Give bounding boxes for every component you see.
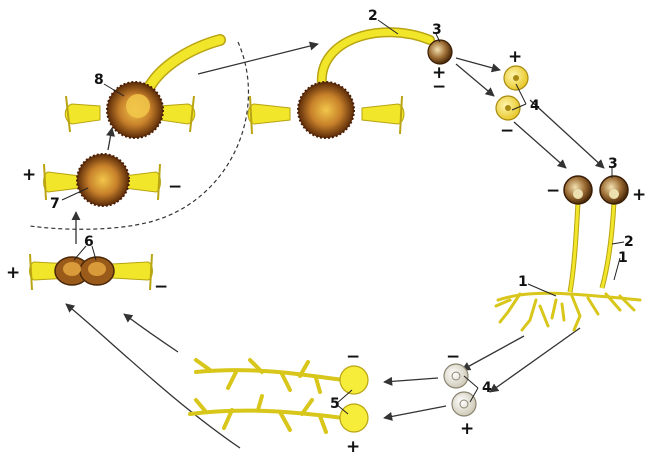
arrow-stage7-to-8 (108, 128, 112, 150)
zygospore-with-sporangium (248, 32, 452, 138)
sign-plus-spore-bottom: + (460, 419, 474, 439)
label-7: 7 (50, 196, 60, 212)
germinating-hyphae (190, 360, 368, 432)
arrow-to-spore-minus (456, 64, 494, 96)
arrow-to-germinating-zygospore (198, 44, 318, 74)
label-1-right: 1 (618, 250, 628, 266)
label-3-right: 3 (608, 156, 618, 172)
label-2-top: 2 (368, 8, 378, 24)
label-5: 5 (330, 396, 340, 412)
label-4-bottom: 4 (482, 380, 492, 396)
spores-top (496, 66, 528, 120)
arrow-to-spore-plus (456, 58, 500, 70)
sign-minus-sporangium: − (432, 77, 446, 97)
label-8: 8 (94, 72, 104, 88)
label-6: 6 (84, 234, 94, 250)
sign-minus-stage7: − (168, 177, 182, 197)
arrow-to-hypha-minus (384, 378, 438, 382)
rhizoids (496, 293, 640, 330)
sign-minus-mycelium: − (546, 181, 560, 201)
label-3-top: 3 (432, 22, 442, 38)
label-2-right: 2 (624, 234, 634, 250)
arrow-to-mycelium-minus (514, 122, 566, 168)
sign-minus-spore-bottom: − (446, 347, 460, 367)
arrow-to-lower-spore-minus (462, 336, 524, 370)
sign-minus-spore-top: − (500, 121, 514, 141)
arrow-return-long (66, 304, 240, 448)
arrow-to-mycelium-plus (530, 100, 604, 168)
sign-plus-mycelium: + (632, 185, 646, 205)
label-4-top: 4 (530, 98, 540, 114)
label-1-left: 1 (518, 274, 528, 290)
sign-plus-spore-top: + (508, 47, 522, 67)
label-leader-lines (62, 20, 624, 414)
gametangia-fusion (30, 254, 153, 290)
spores-bottom (444, 364, 476, 416)
zygospore-germinating-left (65, 40, 220, 138)
sign-minus-stage6: − (154, 277, 168, 297)
sign-minus-hypha: − (346, 347, 360, 367)
arrow-to-lower-spore-plus (490, 328, 580, 392)
arrow-return-short (124, 314, 178, 352)
arrow-to-hypha-plus (384, 406, 446, 418)
sign-plus-stage6: + (6, 263, 20, 283)
sign-plus-hypha: + (346, 437, 360, 457)
sign-plus-stage7: + (22, 165, 36, 185)
zygospore-mature (44, 154, 161, 206)
